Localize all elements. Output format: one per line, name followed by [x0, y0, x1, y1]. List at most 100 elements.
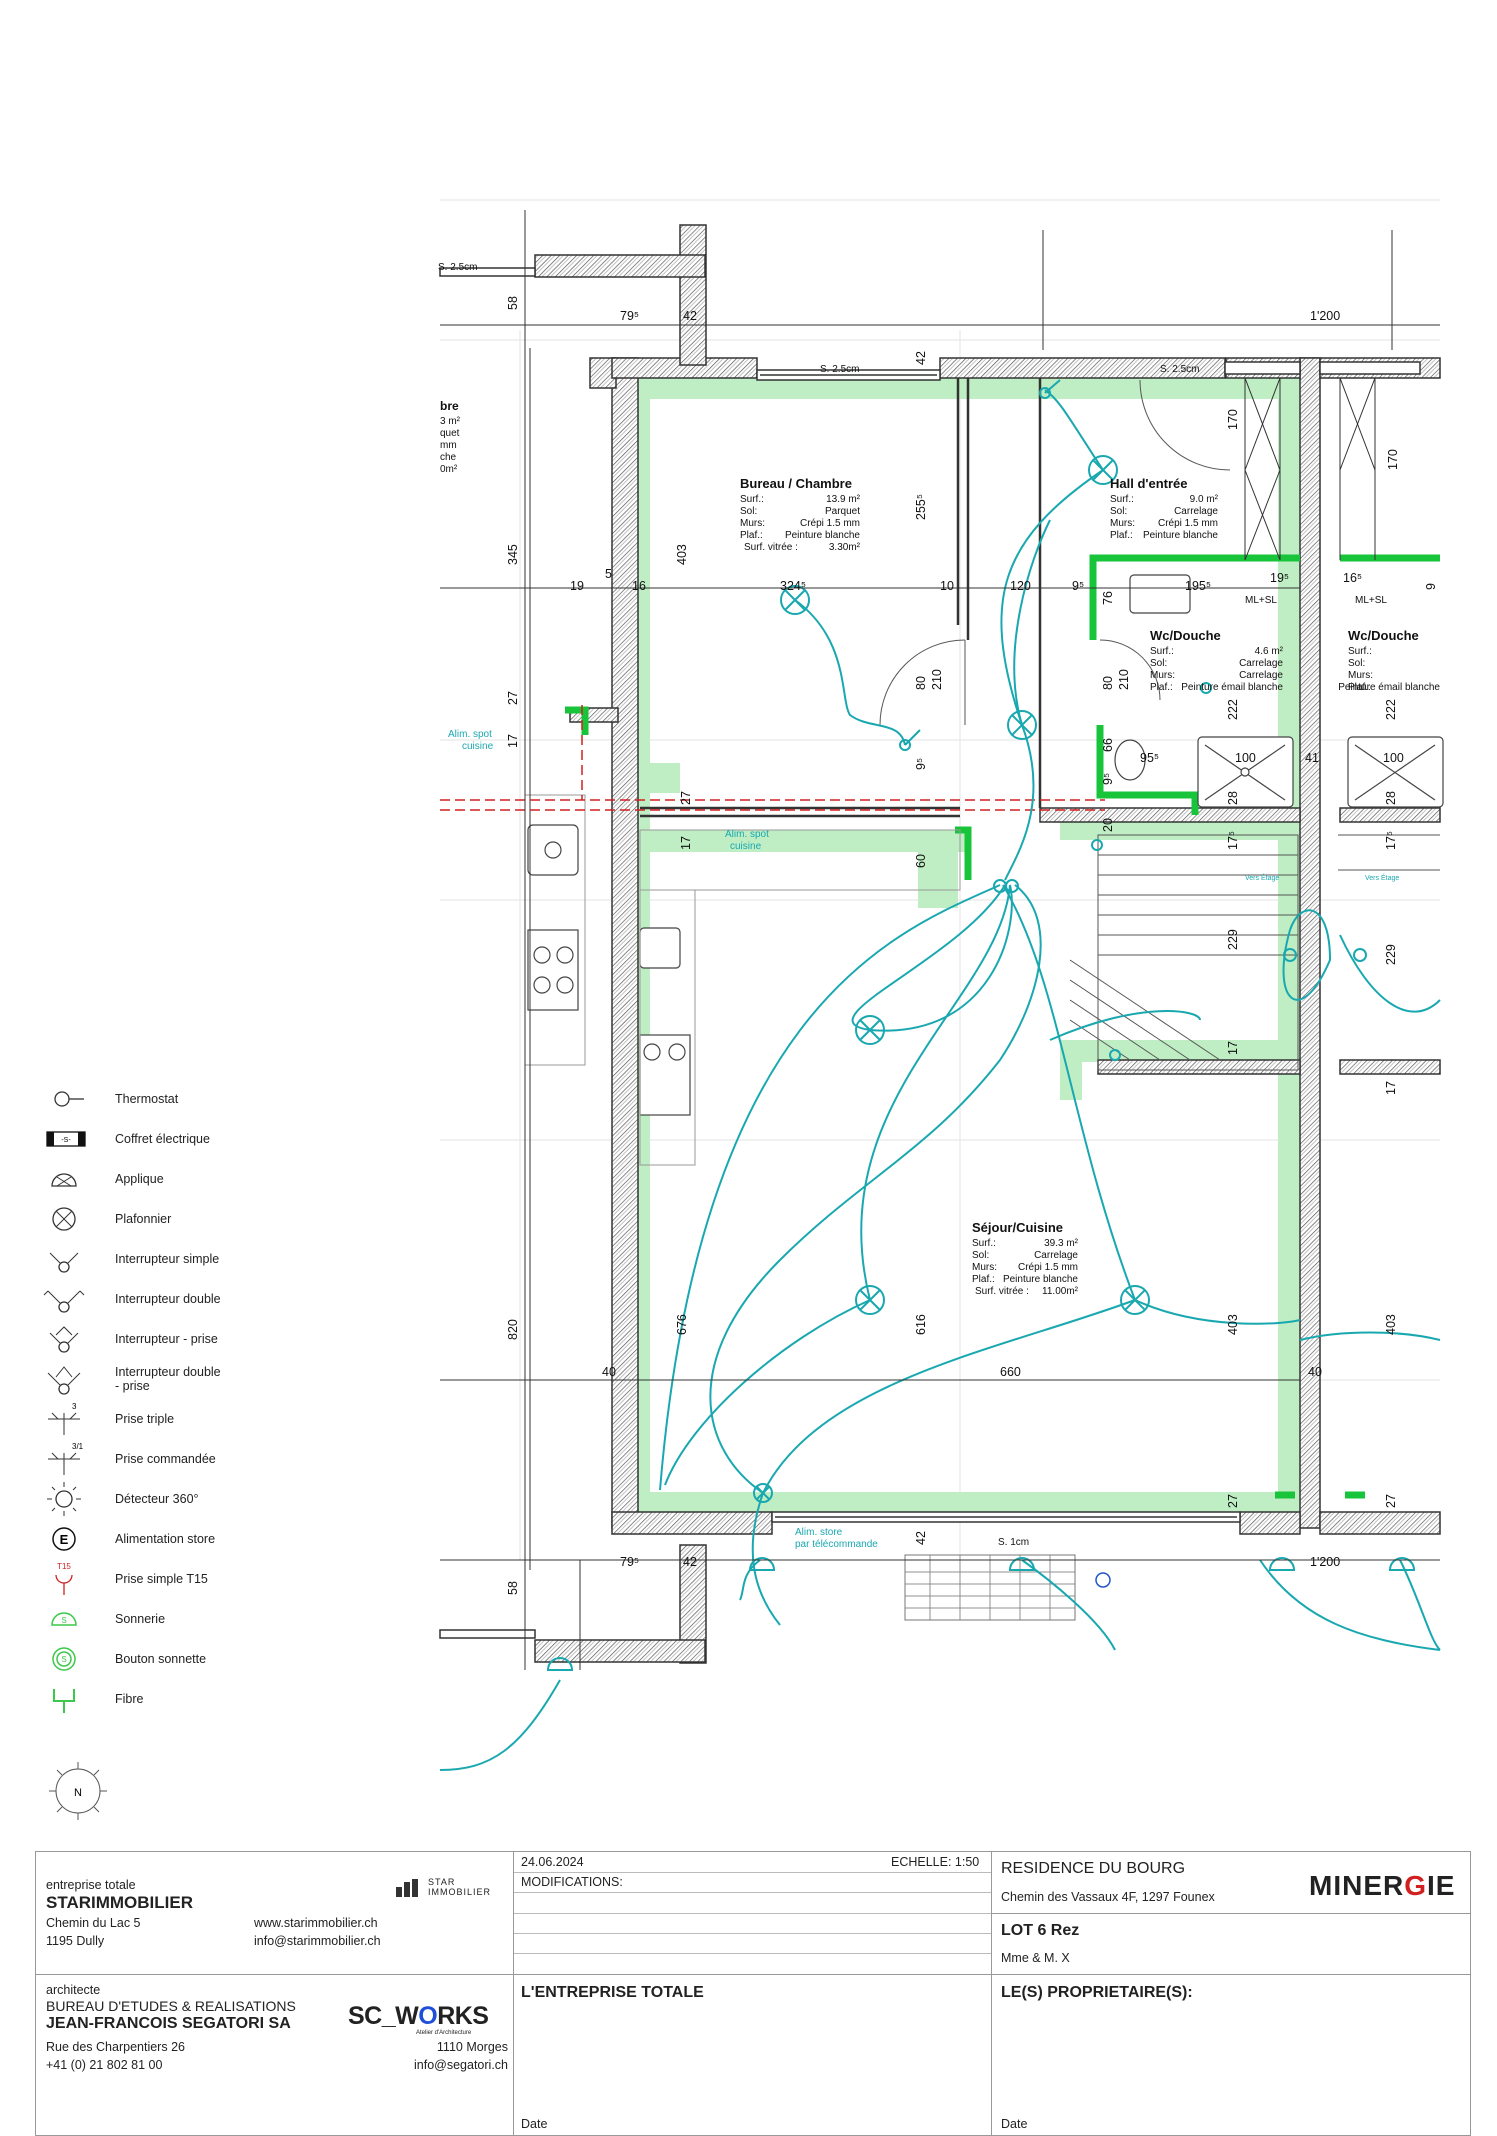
electrical-box-icon: -S-: [46, 1131, 86, 1147]
double-switch-icon: [43, 1290, 85, 1313]
legend-label: Interrupteur - prise: [115, 1332, 218, 1346]
svg-text:5: 5: [605, 567, 612, 581]
svg-text:39.3 m²: 39.3 m²: [1044, 1238, 1079, 1249]
modifications-label: MODIFICATIONS:: [521, 1875, 623, 1889]
svg-text:che: che: [440, 452, 457, 463]
svg-text:170: 170: [1226, 409, 1240, 430]
svg-text:16: 16: [632, 579, 646, 593]
room-bureau-name: Bureau / Chambre: [740, 476, 852, 491]
svg-text:19⁵: 19⁵: [1270, 571, 1289, 585]
svg-text:9: 9: [1424, 583, 1438, 590]
svg-text:Surf.:: Surf.:: [1348, 646, 1372, 657]
annotation-texts: Alim. spot cuisine Alim. spot cuisine Al…: [448, 729, 1399, 1550]
svg-text:Sol:: Sol:: [1110, 506, 1127, 517]
svg-text:28: 28: [1384, 791, 1398, 805]
architect-line-2: JEAN-FRANCOIS SEGATORI SA: [46, 2015, 291, 2032]
drain-icon: [1095, 1572, 1111, 1588]
architect-address: Rue des Charpentiers 26: [46, 2040, 185, 2054]
svg-text:S. 2.5cm: S. 2.5cm: [1160, 364, 1199, 375]
sc-works-logo: SC_WORKS: [348, 2002, 489, 2030]
svg-text:Sol:: Sol:: [1348, 658, 1365, 669]
svg-text:0m²: 0m²: [440, 464, 458, 475]
legend-label: Sonnerie: [115, 1612, 166, 1626]
svg-text:Vers Étage: Vers Étage: [1365, 873, 1399, 882]
svg-text:40: 40: [1308, 1365, 1322, 1379]
svg-text:Vers Étage: Vers Étage: [1245, 873, 1279, 882]
svg-text:10: 10: [940, 579, 954, 593]
svg-text:Peinture émail blanche: Peinture émail blanche: [1181, 682, 1283, 693]
room-hall-name: Hall d'entrée: [1110, 476, 1188, 491]
svg-text:58: 58: [506, 296, 520, 310]
facade-tiles: [904, 1554, 1076, 1621]
stairs: [1069, 834, 1440, 1071]
room-bureau-info: Surf.:13.9 m² Sol:Parquet Murs:Crépi 1.5…: [740, 494, 861, 553]
architect-city: 1110 Morges: [436, 2040, 508, 2054]
room-wc2-name: Wc/Douche: [1348, 628, 1419, 643]
svg-text:1'200: 1'200: [1310, 1555, 1340, 1569]
single-switch-icon: [49, 1252, 79, 1273]
windows: [439, 267, 1421, 1639]
svg-text:27: 27: [1226, 1494, 1240, 1508]
legend-label: Applique: [115, 1172, 164, 1186]
svg-text:Surf.:: Surf.:: [1150, 646, 1174, 657]
svg-text:Surf. vitrée :: Surf. vitrée :: [744, 542, 798, 553]
svg-text:par télécommande: par télécommande: [795, 1539, 878, 1550]
svg-text:9⁵: 9⁵: [1072, 579, 1084, 593]
svg-text:79⁵: 79⁵: [620, 1555, 639, 1569]
svg-text:cuisine: cuisine: [730, 841, 762, 852]
svg-text:42: 42: [914, 351, 928, 365]
svg-text:9⁵: 9⁵: [914, 758, 928, 770]
store-supply-icon: E: [52, 1527, 76, 1551]
room-wc-name: Wc/Douche: [1150, 628, 1221, 643]
svg-text:27: 27: [506, 691, 520, 705]
room-sejour-info: Surf.:39.3 m² Sol:Carrelage Murs:Crépi 1…: [972, 1238, 1079, 1297]
svg-text:3/1: 3/1: [72, 1442, 84, 1451]
svg-text:229: 229: [1384, 944, 1398, 965]
svg-text:60: 60: [914, 854, 928, 868]
wall-light-icons: [546, 1557, 1416, 1671]
svg-text:Murs:: Murs:: [1110, 518, 1135, 529]
wall-light-icon: [51, 1173, 77, 1187]
svg-text:222: 222: [1384, 699, 1398, 720]
bell-icon: S: [51, 1612, 77, 1626]
svg-text:210: 210: [1117, 669, 1131, 690]
svg-text:Sol:: Sol:: [740, 506, 757, 517]
svg-text:T15: T15: [57, 1562, 71, 1571]
entreprise-totale-label: L'ENTREPRISE TOTALE: [521, 1984, 704, 2001]
legend-label: Interrupteur double - prise: [115, 1365, 221, 1393]
company-website[interactable]: www.starimmobilier.ch: [254, 1916, 378, 1930]
room-sejour-name: Séjour/Cuisine: [972, 1220, 1063, 1235]
proprietaires-label: LE(S) PROPRIETAIRE(S):: [1001, 1984, 1193, 2001]
svg-text:80: 80: [914, 676, 928, 690]
svg-text:Plaf.:: Plaf.:: [1348, 682, 1371, 693]
architect-email[interactable]: info@segatori.ch: [414, 2058, 508, 2072]
svg-text:Peinture blanche: Peinture blanche: [785, 530, 860, 541]
room-wc2-info: Surf.: Sol: Murs: Plaf.:Peinture émail b…: [1338, 646, 1440, 693]
svg-text:42: 42: [683, 309, 697, 323]
plan-date: 24.06.2024: [521, 1855, 584, 1869]
svg-text:4.6 m²: 4.6 m²: [1255, 646, 1284, 657]
thermostat-icon: [54, 1091, 84, 1107]
company-email[interactable]: info@starimmobilier.ch: [254, 1934, 381, 1948]
svg-text:95⁵: 95⁵: [1140, 751, 1159, 765]
svg-text:S: S: [61, 1616, 66, 1625]
svg-text:403: 403: [675, 544, 689, 565]
svg-text:Surf.:: Surf.:: [1110, 494, 1134, 505]
svg-text:40: 40: [602, 1365, 616, 1379]
svg-text:17: 17: [679, 836, 693, 850]
legend-label: Prise commandée: [115, 1452, 216, 1466]
wiring: [439, 389, 1441, 1771]
svg-text:Peinture émail blanche: Peinture émail blanche: [1338, 682, 1440, 693]
room-wc-info: Surf.:4.6 m² Sol:Carrelage Murs:Carrelag…: [1150, 646, 1284, 693]
svg-text:Plaf.:: Plaf.:: [1150, 682, 1173, 693]
svg-text:120: 120: [1010, 579, 1031, 593]
svg-text:Crépi 1.5 mm: Crépi 1.5 mm: [800, 518, 860, 529]
svg-text:Carrelage: Carrelage: [1034, 1250, 1078, 1261]
architect-role: architecte: [46, 1983, 101, 1997]
svg-text:9.0 m²: 9.0 m²: [1190, 494, 1219, 505]
svg-text:Carrelage: Carrelage: [1174, 506, 1218, 517]
svg-text:3: 3: [72, 1402, 77, 1411]
sc-works-subtitle: Atelier d'Architecture: [416, 2030, 472, 2036]
svg-text:3.30m²: 3.30m²: [829, 542, 861, 553]
svg-text:Murs:: Murs:: [972, 1262, 997, 1273]
